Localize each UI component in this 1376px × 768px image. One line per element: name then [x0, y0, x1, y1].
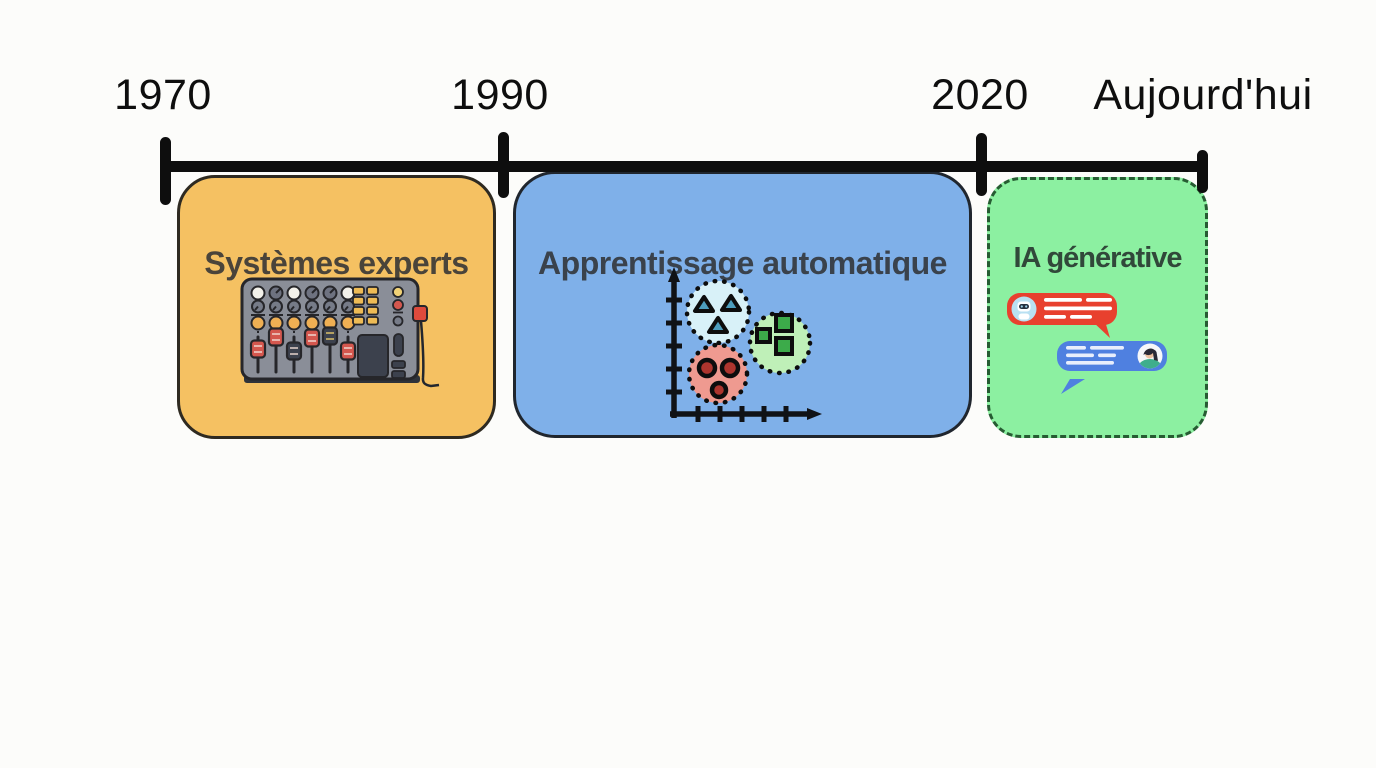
user-message-lines [1066, 346, 1124, 365]
timeline-tick-1990 [498, 132, 509, 198]
era-card-apprentissage-automatique: Apprentissage automatique [513, 171, 972, 438]
timeline-label-1990: 1990 [451, 71, 549, 119]
era-title-systemes-experts: Systèmes experts [204, 244, 469, 281]
mixer-touchpad [357, 334, 389, 378]
timeline-label-1970: 1970 [114, 71, 212, 119]
mixer-faders [249, 326, 357, 374]
mixer-console-icon [240, 277, 440, 388]
timeline-tick-2020 [976, 133, 987, 196]
timeline-tick-aujourdhui [1197, 150, 1208, 193]
mixer-button-grid [352, 286, 379, 326]
era-title-apprentissage-automatique: Apprentissage automatique [538, 244, 947, 281]
timeline-label-aujourdhui: Aujourd'hui [1093, 71, 1313, 119]
bot-chat-bubble [1007, 293, 1117, 338]
chat-bubbles-icon [1007, 293, 1167, 394]
timeline-bar [160, 161, 1207, 172]
timeline-tick-1970 [160, 137, 171, 205]
cluster-square-points [755, 313, 794, 356]
mixer-knobs [250, 285, 356, 333]
timeline-label-2020: 2020 [931, 71, 1029, 119]
cluster-axes [666, 267, 822, 422]
era-title-ia-generative: IA générative [1013, 242, 1182, 275]
era-card-systemes-experts: Systèmes experts [177, 175, 496, 439]
user-chat-bubble [1057, 341, 1167, 394]
mixer-cable [412, 305, 440, 388]
mixer-side-controls [391, 286, 406, 379]
cluster-circle-points [696, 357, 741, 400]
cluster-triangle-points [693, 294, 742, 334]
cluster-scatter-icon [666, 267, 822, 422]
era-card-ia-generative: IA générative [987, 177, 1208, 438]
bot-message-lines [1044, 298, 1112, 319]
